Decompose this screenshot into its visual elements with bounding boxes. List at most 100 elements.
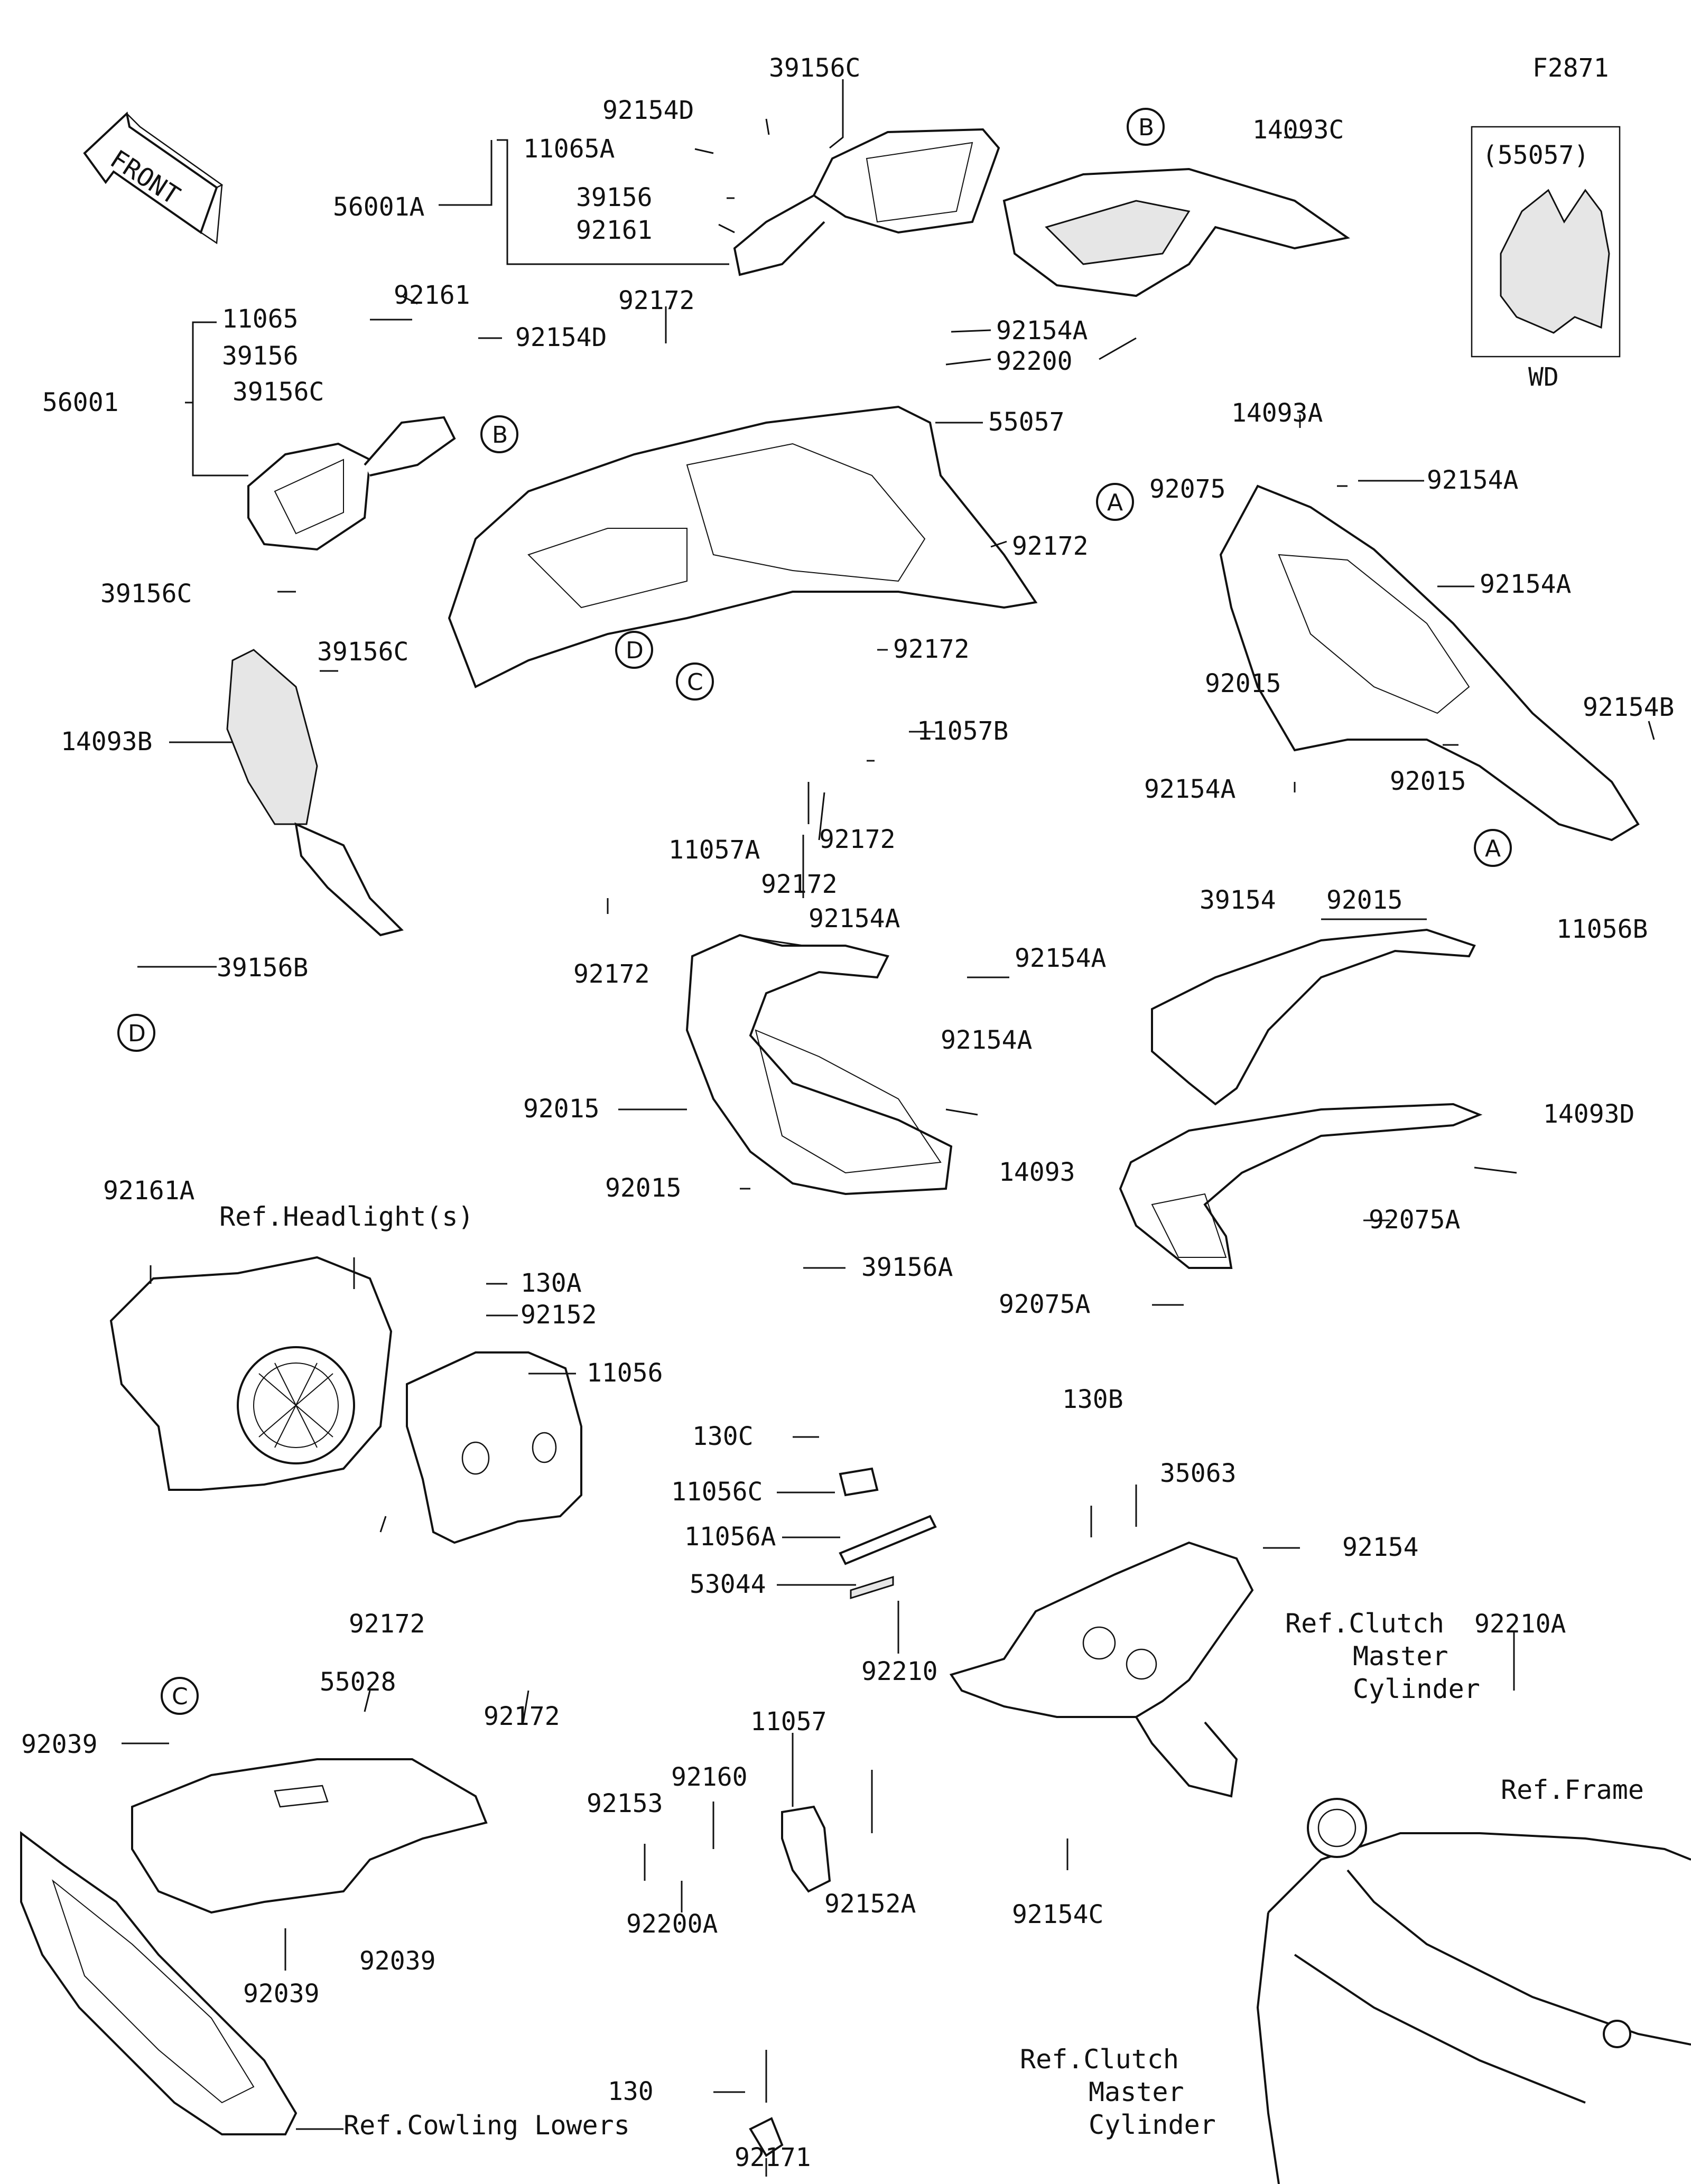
- circle-marker-b-top: B: [1127, 108, 1165, 146]
- part-label: 56001A: [333, 192, 424, 222]
- circle-marker-c-mid: C: [676, 662, 714, 701]
- part-label: 92154A: [1427, 465, 1518, 495]
- side-panel-14093a: [1219, 484, 1640, 842]
- part-label: 11065: [222, 304, 299, 334]
- ref-clutch-lower-line1: Ref.Clutch: [1020, 2044, 1179, 2075]
- part-label: 92171: [735, 2143, 811, 2172]
- part-label: 11056C: [671, 1477, 763, 1507]
- part-label: 14093C: [1252, 115, 1344, 145]
- mirror-right: [733, 128, 1000, 276]
- part-label: 92015: [605, 1173, 682, 1203]
- part-label: 92172: [1012, 531, 1089, 561]
- part-label: 11065A: [523, 134, 615, 164]
- part-label: 92075A: [1369, 1205, 1460, 1235]
- part-label: 39154: [1200, 885, 1276, 915]
- ref-frame: Ref.Frame: [1501, 1775, 1644, 1805]
- part-label: 92039: [359, 1946, 436, 1976]
- part-label: 92015: [1390, 767, 1466, 796]
- figure-code: F2871: [1532, 53, 1609, 83]
- ref-headlight: Ref.Headlight(s): [219, 1201, 474, 1232]
- part-label: 92154C: [1012, 1900, 1103, 1929]
- part-label: 53044: [690, 1570, 766, 1599]
- part-label: 92154A: [941, 1025, 1032, 1055]
- variant-box-caption: WD: [1528, 362, 1559, 392]
- part-label: 11057: [750, 1707, 827, 1737]
- part-label: 39156C: [233, 377, 324, 407]
- headlight: [109, 1256, 393, 1491]
- part-label: 130C: [692, 1422, 754, 1451]
- front-arrow-icon: [83, 111, 224, 245]
- part-label: 14093D: [1543, 1099, 1634, 1129]
- part-label: 92161: [576, 216, 653, 245]
- part-label: 92152A: [824, 1889, 916, 1919]
- part-label: 39156: [576, 183, 653, 212]
- leader-lines: [122, 79, 1655, 2177]
- svg-text:C: C: [172, 1683, 188, 1710]
- side-panel-14093b: [226, 649, 404, 937]
- stay-35063: [949, 1541, 1254, 1798]
- part-label: 92039: [243, 1979, 320, 2009]
- circle-marker-b-mid: B: [480, 415, 518, 453]
- part-label: 39156: [222, 341, 299, 371]
- part-label: 92075A: [999, 1290, 1090, 1319]
- part-label: 92210: [861, 1657, 938, 1686]
- part-label: 92152: [521, 1300, 597, 1330]
- reference-labels: Ref.Headlight(s) Ref.Clutch Master Cylin…: [219, 1201, 1644, 2141]
- part-label: 35063: [1160, 1459, 1237, 1488]
- part-label: 92172: [484, 1702, 560, 1731]
- inner-panel-14093: [685, 934, 953, 1196]
- svg-text:D: D: [128, 1020, 146, 1047]
- circle-marker-a-mid: A: [1096, 483, 1134, 521]
- part-label: 92210A: [1474, 1609, 1566, 1639]
- frame: [1256, 1798, 1691, 2184]
- part-label: 92172: [761, 870, 838, 899]
- svg-text:B: B: [1138, 114, 1154, 141]
- part-label: 56001: [42, 388, 119, 417]
- svg-text:B: B: [492, 422, 508, 449]
- ref-clutch-upper-line2: Master: [1353, 1641, 1448, 1672]
- bracket-11056: [406, 1351, 582, 1544]
- part-label: 130: [608, 2077, 654, 2106]
- stays-11056c-11056a: [839, 1467, 937, 1600]
- part-label: 130A: [521, 1268, 582, 1298]
- ref-clutch-lower-line3: Cylinder: [1089, 2110, 1216, 2140]
- part-label: 14093B: [61, 727, 152, 757]
- variant-box-part: (55057): [1482, 141, 1589, 170]
- part-label: 39156C: [317, 637, 408, 667]
- part-label: 39156A: [861, 1253, 953, 1282]
- part-label: 92172: [618, 286, 695, 315]
- part-label: 92172: [573, 959, 650, 989]
- part-label: 92154A: [996, 316, 1088, 346]
- part-label: 39156C: [100, 579, 192, 609]
- svg-text:A: A: [1485, 835, 1501, 862]
- cover-39154: [1151, 928, 1476, 1106]
- svg-text:A: A: [1107, 489, 1123, 516]
- part-labels: 39156C 92154D 11065A 39156 56001A 92161 …: [21, 53, 1674, 2172]
- part-label: 92015: [523, 1094, 600, 1124]
- part-label: 11057A: [668, 835, 760, 865]
- part-label: 55028: [320, 1667, 396, 1697]
- circle-marker-d-mid: D: [615, 631, 653, 669]
- ref-clutch-upper-line3: Cylinder: [1353, 1674, 1480, 1704]
- part-label: 92153: [587, 1789, 663, 1818]
- part-label: 92160: [671, 1762, 748, 1792]
- part-label: 130B: [1062, 1385, 1123, 1414]
- part-label: 14093: [999, 1158, 1075, 1187]
- part-label: 55057: [988, 407, 1065, 437]
- part-label: 11056: [587, 1358, 663, 1388]
- part-label: 92161A: [103, 1176, 194, 1206]
- variant-cowl-thumbnail: [1500, 189, 1610, 334]
- circle-marker-a-right: A: [1474, 829, 1512, 867]
- part-label: 92200A: [626, 1909, 718, 1939]
- part-label: 11056B: [1556, 914, 1648, 944]
- part-label: 92154A: [1015, 944, 1106, 973]
- part-label: 39156B: [217, 953, 308, 983]
- duct-14093c: [1002, 167, 1350, 297]
- mirror-left: [247, 416, 456, 551]
- part-label: 11057B: [917, 716, 1008, 746]
- part-label: 92172: [819, 825, 896, 854]
- part-label: 92015: [1205, 669, 1281, 698]
- part-label: 92154B: [1583, 693, 1674, 722]
